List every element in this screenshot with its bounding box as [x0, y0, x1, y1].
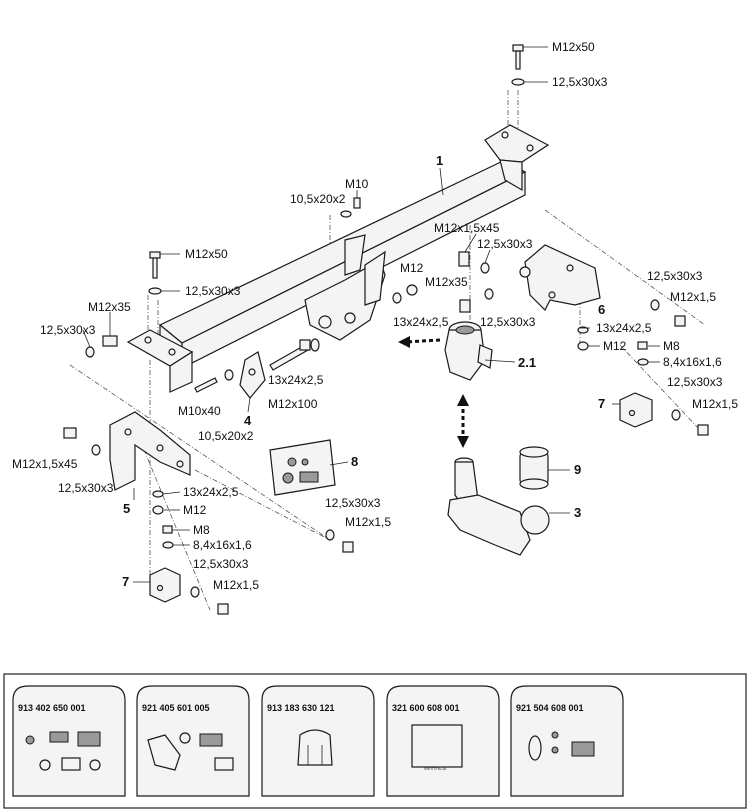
label-washer-far-right: 12,5x30x3 [647, 269, 703, 283]
label-washer-left-lower: 12,5x30x3 [58, 481, 114, 495]
label-m12-right: M12 [603, 339, 627, 353]
part-numbers: 1 2.1 3 4 5 6 7 7 8 9 [122, 153, 605, 589]
package-panel: 913 402 650 001 921 405 601 005 913 183 … [3, 673, 747, 809]
label-washer-left-bracket: 12,5x30x3 [193, 557, 249, 571]
socket-receiver-part-2-1 [444, 321, 493, 381]
hardware-left-column [63, 427, 354, 615]
part-number-8: 8 [351, 454, 358, 469]
package-5-code: 921 504 608 001 [516, 703, 584, 713]
bracket-plate-part-4 [239, 351, 266, 399]
right-side-bracket-part-6 [519, 244, 601, 312]
label-m12x35-left: M12x35 [88, 300, 131, 314]
part-number-7-right: 7 [598, 396, 605, 411]
hardware-m10 [340, 197, 361, 218]
ball-neck-part-3 [447, 457, 550, 556]
part-number-7-left: 7 [122, 574, 129, 589]
hardware-m12x100-bolt [194, 338, 320, 393]
label-washer-13-bolt: 13x24x2,5 [268, 373, 324, 387]
hardware-top-right [511, 44, 525, 86]
small-bracket-part-7-left [149, 567, 181, 603]
label-m12x50-left: M12x50 [185, 247, 228, 261]
package-5: 921 504 608 001 [510, 685, 624, 797]
package-1: 913 402 650 001 [12, 685, 126, 797]
label-m12x1-5-right-bracket: M12x1,5 [692, 397, 738, 411]
label-m12x1-5-far-right: M12x1,5 [670, 290, 716, 304]
hardware-left-m12x35 [85, 335, 118, 358]
package-4-code: 321 600 608 001 [392, 703, 460, 713]
beam-right-mount-plate [484, 124, 550, 192]
label-m12x100: M12x100 [268, 397, 318, 411]
label-m12-center: M12 [400, 261, 424, 275]
label-washer-13-center: 13x24x2,5 [393, 315, 449, 329]
package-2: 921 405 601 005 [136, 685, 250, 797]
label-washer-8-4-left: 8,4x16x1,6 [193, 538, 252, 552]
label-m12x1-5-left-bracket: M12x1,5 [213, 578, 259, 592]
label-washer-right-a: 12,5x30x3 [477, 237, 533, 251]
part-number-1: 1 [436, 153, 443, 168]
part-number-5: 5 [123, 501, 130, 516]
label-washer-right-bracket: 12,5x30x3 [667, 375, 723, 389]
leader-lines [82, 46, 660, 583]
package-3-code: 913 183 630 121 [267, 703, 335, 713]
package-2-code: 921 405 601 005 [142, 703, 210, 713]
label-washer-10-5-lower: 10,5x20x2 [198, 429, 254, 443]
label-washer-10-5: 10,5x20x2 [290, 192, 346, 206]
part-number-6: 6 [598, 302, 605, 317]
package-3: 913 183 630 121 [261, 685, 375, 797]
package-4-brand: WESTFALIA [424, 766, 447, 771]
label-washer-13-right: 13x24x2,5 [596, 321, 652, 335]
label-washer-right-b: 12,5x30x3 [480, 315, 536, 329]
label-m12x50-top: M12x50 [552, 40, 595, 54]
package-1-code: 913 402 650 001 [18, 703, 86, 713]
label-m8-right: M8 [663, 339, 680, 353]
part-number-2-1: 2.1 [518, 355, 536, 370]
spec-labels: M12x50 12,5x30x3 M10 10,5x20x2 M12x50 12… [12, 40, 738, 592]
label-m8-left: M8 [193, 523, 210, 537]
part-number-9: 9 [574, 462, 581, 477]
part-number-3: 3 [574, 505, 581, 520]
hardware-left-m12x50 [148, 251, 162, 295]
label-m12x1-5-center-low: M12x1,5 [345, 515, 391, 529]
label-m10: M10 [345, 177, 369, 191]
left-side-bracket-part-5 [109, 411, 191, 491]
beam-center-bracket [304, 234, 386, 341]
alignment-lines [69, 90, 706, 611]
label-m10x40: M10x40 [178, 404, 221, 418]
electrical-kit-part-8 [269, 439, 336, 496]
label-m12x1-5x45-right: M12x1,5x45 [434, 221, 500, 235]
label-washer-13-left: 13x24x2,5 [183, 485, 239, 499]
insertion-arrow-vertical [457, 394, 469, 448]
insertion-arrow-left [398, 336, 441, 348]
hardware-right-column [577, 299, 709, 436]
part-number-4: 4 [244, 413, 252, 428]
small-bracket-part-7-right [619, 392, 653, 428]
label-m12x35-center: M12x35 [425, 275, 468, 289]
label-washer-8-4-right: 8,4x16x1,6 [663, 355, 722, 369]
package-4: 321 600 608 001 WESTFALIA [386, 685, 500, 797]
ball-cap-part-9 [519, 446, 549, 490]
label-m12x1-5x45-left: M12x1,5x45 [12, 457, 78, 471]
label-washer-center-low: 12,5x30x3 [325, 496, 381, 510]
beam-left-mount-plate [126, 329, 194, 393]
label-washer-leftmost: 12,5x30x3 [40, 323, 96, 337]
label-washer-top: 12,5x30x3 [552, 75, 608, 89]
label-washer-left: 12,5x30x3 [185, 284, 241, 298]
label-m12-left: M12 [183, 503, 207, 517]
